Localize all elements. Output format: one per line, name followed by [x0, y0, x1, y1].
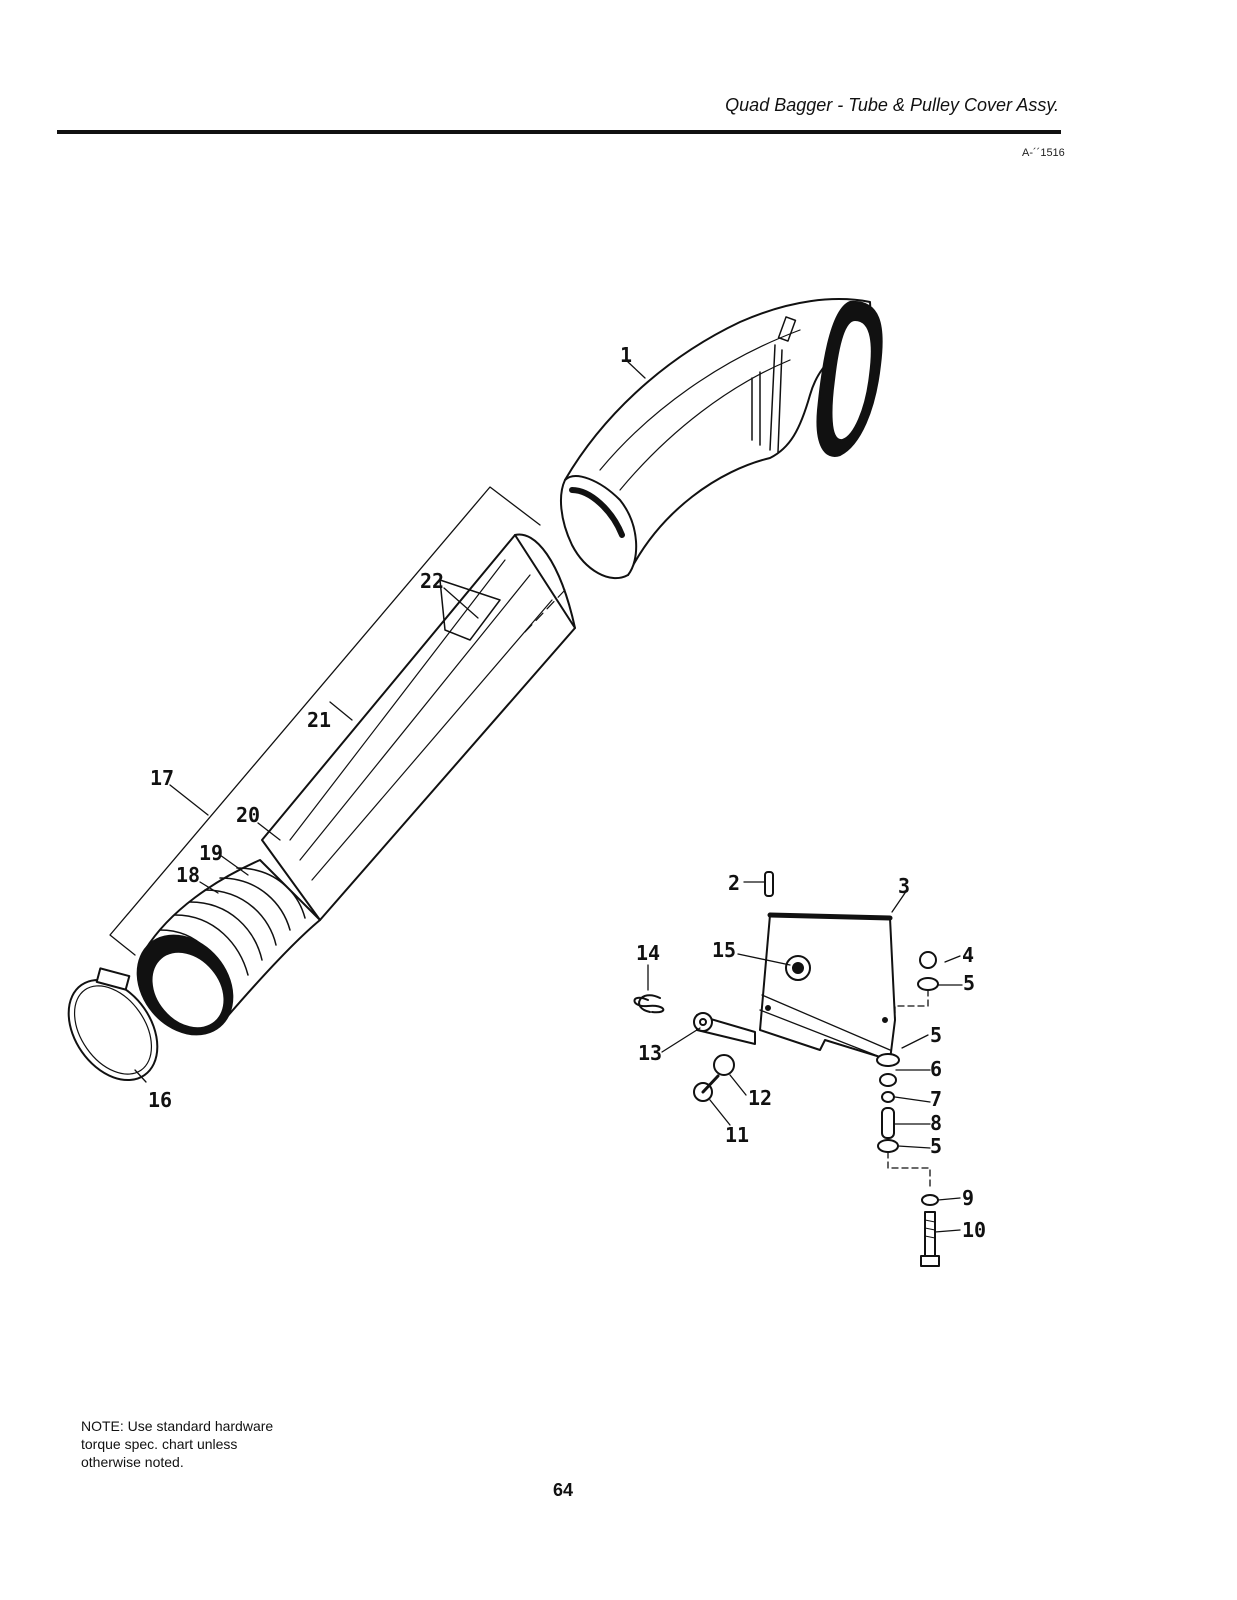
pulley-cover [759, 912, 896, 1061]
callout-22: 22 [420, 569, 444, 593]
callout-16: 16 [148, 1088, 172, 1112]
note-line: otherwise noted. [81, 1454, 184, 1470]
drawing-reference-code: A-´´1516 [1022, 147, 1065, 159]
callout-9: 9 [962, 1186, 974, 1210]
callout-3: 3 [898, 874, 910, 898]
hose-clamp [67, 967, 159, 1082]
callout-14: 14 [636, 941, 660, 965]
callout-5b: 5 [930, 1023, 942, 1047]
callout-20: 20 [236, 803, 260, 827]
part-callouts: 1 2 3 4 5 5 5 6 7 8 9 10 11 12 13 14 15 … [148, 343, 986, 1242]
callout-15: 15 [712, 938, 736, 962]
callout-10: 10 [962, 1218, 986, 1242]
callout-7: 7 [930, 1087, 942, 1111]
callout-13: 13 [638, 1041, 662, 1065]
note-line: NOTE: Use standard hardware [81, 1418, 274, 1434]
callout-5c: 5 [930, 1134, 942, 1158]
callout-19: 19 [199, 841, 223, 865]
callout-21: 21 [307, 708, 331, 732]
callout-18: 18 [176, 863, 200, 887]
callout-6: 6 [930, 1057, 942, 1081]
callout-1: 1 [620, 343, 632, 367]
page-title: Quad Bagger - Tube & Pulley Cover Assy. [725, 95, 1059, 115]
callout-12: 12 [748, 1086, 772, 1110]
hardware-stack [876, 951, 940, 1267]
header-rule [57, 130, 1061, 134]
flex-hose [136, 859, 321, 1036]
link-bar [693, 1012, 756, 1045]
callout-2: 2 [728, 871, 740, 895]
callout-17: 17 [150, 766, 174, 790]
callout-4: 4 [962, 943, 974, 967]
callout-5a: 5 [963, 971, 975, 995]
page-number: 64 [553, 1480, 574, 1500]
note-line: torque spec. chart unless [81, 1436, 238, 1452]
upper-curved-tube [560, 298, 883, 580]
callout-11: 11 [725, 1123, 749, 1147]
hardware-note: NOTE: Use standard hardware torque spec.… [81, 1417, 321, 1471]
callout-8: 8 [930, 1111, 942, 1135]
